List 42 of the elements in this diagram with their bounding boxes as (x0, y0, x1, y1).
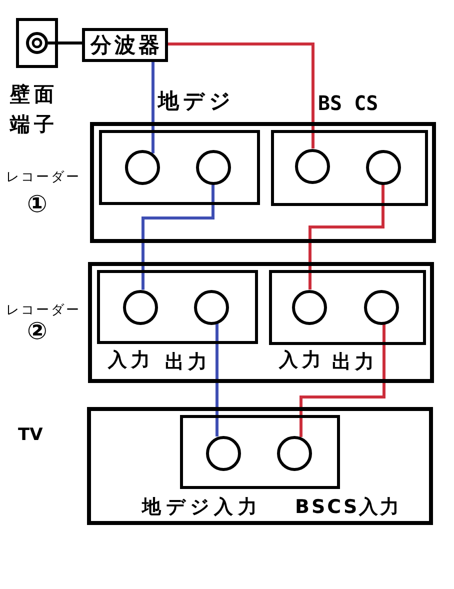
terminal-label: 壁面端子 (10, 81, 59, 138)
port-label: 入力 (279, 350, 325, 372)
port-circle (366, 150, 400, 184)
circled-number: ① (27, 191, 48, 219)
port-circle (196, 150, 230, 184)
splitter-box: 分波器 (82, 28, 168, 62)
port-circle (122, 290, 158, 324)
socket-icon (26, 32, 48, 54)
port-circle (364, 290, 398, 324)
device-label: レコーダー (6, 171, 81, 186)
terminal-box (16, 18, 58, 68)
cable-line (142, 184, 214, 290)
port-circle (124, 150, 160, 184)
device-label: TV (18, 426, 43, 446)
port-circle (276, 436, 312, 470)
cable-line (48, 42, 82, 44)
cable-line (152, 62, 154, 154)
port-panel (99, 130, 260, 205)
port-circle (294, 148, 330, 184)
input-label: 地デジ入力 (142, 497, 262, 519)
port-label: 入力 (108, 350, 154, 372)
input-label: BSCS入力 (295, 497, 402, 519)
band-label: BS CS (318, 92, 378, 115)
port-panel (271, 130, 428, 206)
device-label: レコーダー (6, 304, 81, 319)
band-label: 地デジ (158, 89, 235, 114)
cable-line (216, 323, 218, 437)
port-circle (194, 290, 228, 324)
device-box (87, 407, 433, 525)
device-box (90, 122, 436, 243)
cable-line (308, 184, 384, 290)
port-panel (97, 270, 258, 344)
cable-line (168, 42, 314, 149)
circled-number: ② (27, 318, 48, 346)
port-circle (206, 436, 240, 470)
cable-line (300, 324, 386, 437)
port-panel (269, 270, 426, 345)
port-circle (292, 290, 326, 324)
device-box (88, 262, 434, 383)
port-label: 出力 (165, 352, 211, 374)
port-panel (180, 415, 340, 489)
port-label: 出力 (332, 352, 378, 374)
